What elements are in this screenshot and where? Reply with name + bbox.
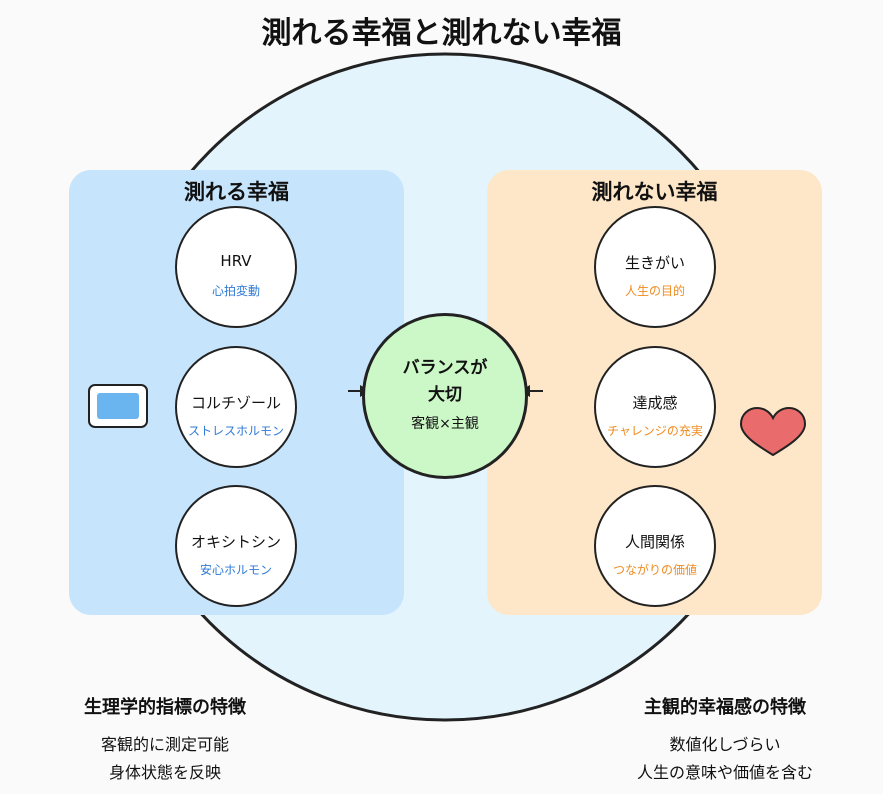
node-sublabel: 安心ホルモン bbox=[199, 563, 272, 577]
left-feature-line: 身体状態を反映 bbox=[108, 763, 221, 782]
right-feature-line: 数値化しづらい bbox=[669, 735, 781, 754]
right-features-title: 主観的幸福感の特徴 bbox=[644, 697, 806, 718]
node-sublabel: つながりの価値 bbox=[612, 563, 697, 577]
page-title: 測れる幸福と測れない幸福 bbox=[261, 16, 622, 51]
center-line2: 大切 bbox=[428, 385, 462, 405]
right-panel-title: 測れない幸福 bbox=[591, 180, 718, 204]
node-label: 生きがい bbox=[624, 254, 685, 272]
node-oxytocin: オキシトシン 安心ホルモン bbox=[175, 485, 297, 607]
node-sublabel: 人生の目的 bbox=[624, 284, 685, 298]
node-label: オキシトシン bbox=[190, 533, 281, 551]
device-icon bbox=[88, 384, 148, 428]
center-line1: バランスが bbox=[402, 358, 488, 378]
node-sublabel: 心拍変動 bbox=[211, 284, 260, 298]
node-relationships: 人間関係 つながりの価値 bbox=[594, 485, 716, 607]
node-label: 達成感 bbox=[632, 394, 678, 412]
node-sublabel: チャレンジの充実 bbox=[607, 424, 703, 438]
center-balance-node: バランスが 大切 客観×主観 bbox=[362, 313, 528, 479]
node-label: 人間関係 bbox=[624, 533, 685, 551]
left-features-title: 生理学的指標の特徴 bbox=[84, 697, 246, 718]
left-panel-title: 測れる幸福 bbox=[184, 180, 289, 204]
node-label: コルチゾール bbox=[190, 394, 281, 412]
node-cortisol: コルチゾール ストレスホルモン bbox=[175, 346, 297, 468]
center-line3: 客観×主観 bbox=[411, 416, 479, 432]
node-label: HRV bbox=[220, 252, 252, 270]
heart-icon bbox=[739, 406, 807, 457]
node-hrv: HRV 心拍変動 bbox=[175, 206, 297, 328]
right-feature-line: 人生の意味や価値を含む bbox=[636, 763, 813, 782]
node-achievement: 達成感 チャレンジの充実 bbox=[594, 346, 716, 468]
node-ikigai: 生きがい 人生の目的 bbox=[594, 206, 716, 328]
left-feature-line: 客観的に測定可能 bbox=[100, 735, 229, 754]
node-sublabel: ストレスホルモン bbox=[187, 424, 284, 438]
